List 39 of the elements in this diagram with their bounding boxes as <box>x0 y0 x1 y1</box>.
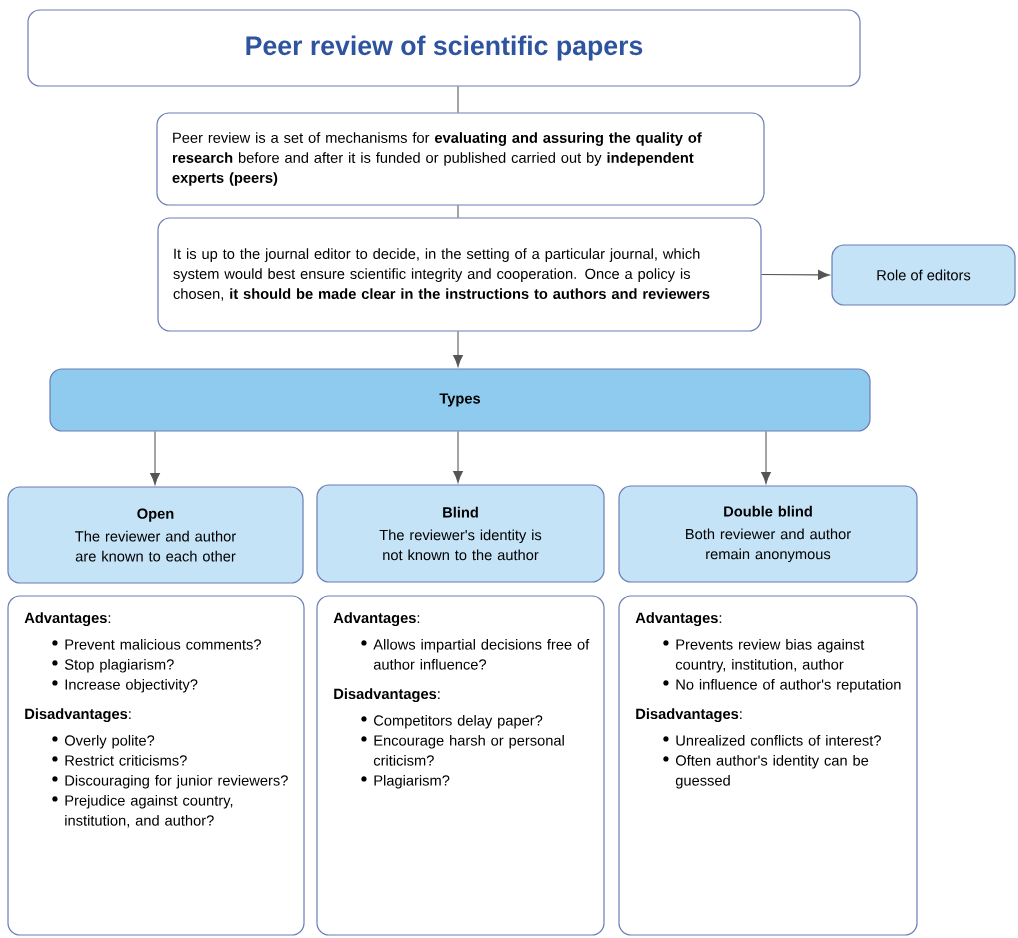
bullet-item: Discouraging for junior reviewers? <box>52 774 288 789</box>
section-heading: Advantages: <box>24 612 111 626</box>
bullet-item: Plagiarism? <box>361 774 450 789</box>
bullet-item: Encourage harsh or personal criticism? <box>361 734 564 766</box>
bullet-item: Allows impartial decisions free of author influence? <box>361 638 590 670</box>
title-box: Peer review of scientific papers <box>27 9 861 87</box>
connector-line <box>457 86 459 113</box>
type-box: Blind The reviewer's identity is not known to the author <box>316 484 605 583</box>
process-box: Role of editors <box>831 244 1016 306</box>
bullet-item: No influence of author's reputation <box>663 678 901 693</box>
arrow <box>150 431 160 485</box>
arrow <box>761 270 830 280</box>
section-heading: Disadvantages: <box>636 708 742 722</box>
bullet-item: Increase objectivity? <box>52 678 198 693</box>
section-heading: Advantages: <box>635 612 722 626</box>
section-heading: Advantages: <box>333 612 420 626</box>
arrow <box>453 331 463 367</box>
section-heading: Disadvantages: <box>334 688 440 702</box>
connector-line <box>457 205 459 218</box>
bullet-item: Restrict criticisms? <box>52 754 187 766</box>
bullet-item: Prejudice against country, institution, and author? <box>52 794 233 828</box>
arrow <box>761 431 771 484</box>
list-box <box>316 595 605 936</box>
bullet-item: Prevents review bias against country, institution, author <box>663 638 865 673</box>
text-box: It is up to the journal editor to decide, in the setting of a particular journal, which system would best ensure scientific integrity and cooperation. Once a policy is chosen, it should be made clear in the instructions to authors and reviewers <box>157 217 762 332</box>
list-box <box>618 595 918 936</box>
bullet-item: Competitors delay paper? <box>361 714 543 729</box>
type-box: Double blind Both reviewer and author remain anonymous <box>618 485 918 583</box>
text-box: Peer review is a set of mechanisms for evaluating and assuring the quality of research before and after it is funded or published carried out by independent experts (peers) <box>156 112 765 206</box>
bullet-item: Prevent malicious comments? <box>52 638 261 650</box>
bullet-item: Stop plagiarism? <box>52 658 174 673</box>
type-box: Open The reviewer and author are known to each other <box>7 486 304 584</box>
arrow <box>453 431 463 483</box>
list-box <box>7 595 305 936</box>
category-band: Types <box>49 368 871 432</box>
bullet-item: Unrealized conflicts of interest? <box>663 734 881 746</box>
bullet-item: Overly polite? <box>52 734 155 749</box>
section-heading: Disadvantages: <box>25 708 131 722</box>
bullet-item: Often author's identity can be guessed <box>663 754 869 789</box>
